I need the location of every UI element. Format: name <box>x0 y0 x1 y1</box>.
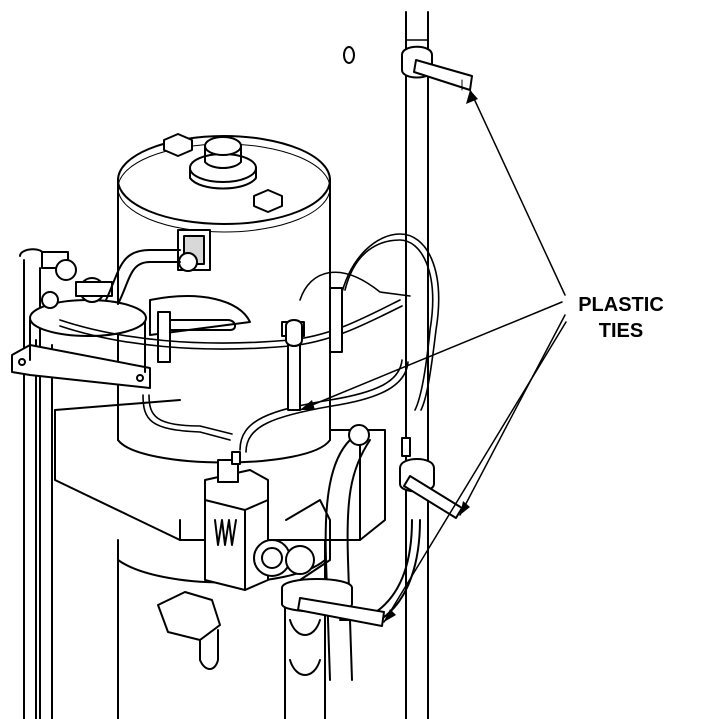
bottom-hex-fitting <box>157 591 221 670</box>
top-hex-nut-left <box>163 133 193 157</box>
plastic-tie-wire <box>285 319 303 347</box>
top-hex-nut-right <box>253 189 283 213</box>
solenoid-valve <box>204 451 331 591</box>
arrowheads <box>300 90 478 622</box>
leader-to-tie-wire <box>299 301 563 411</box>
plastic-tie-bottom <box>281 578 385 627</box>
mount-hole <box>343 46 355 64</box>
capillary-lines <box>59 233 440 453</box>
label-line-1: PLASTIC <box>578 294 664 316</box>
left-fittings <box>41 251 113 309</box>
sensor-probe <box>281 287 343 411</box>
leader-to-tie-top <box>469 89 566 296</box>
tank-side-fitting <box>177 229 211 272</box>
leader-to-tie-middle <box>459 314 566 516</box>
label-line-2: TIES <box>598 320 644 342</box>
top-center-fitting <box>189 136 257 190</box>
leader-arrows <box>299 89 567 623</box>
plastic-ties-label: PLASTIC TIES <box>566 292 676 344</box>
leader-to-tie-bottom <box>383 321 567 623</box>
plastic-tie-middle <box>399 437 463 519</box>
tank-clamp-band <box>149 295 251 363</box>
left-flange-plate <box>11 299 151 389</box>
left-frame-rails <box>19 248 53 719</box>
plastic-tie-top <box>401 45 473 91</box>
upper-u-tube <box>105 249 181 305</box>
